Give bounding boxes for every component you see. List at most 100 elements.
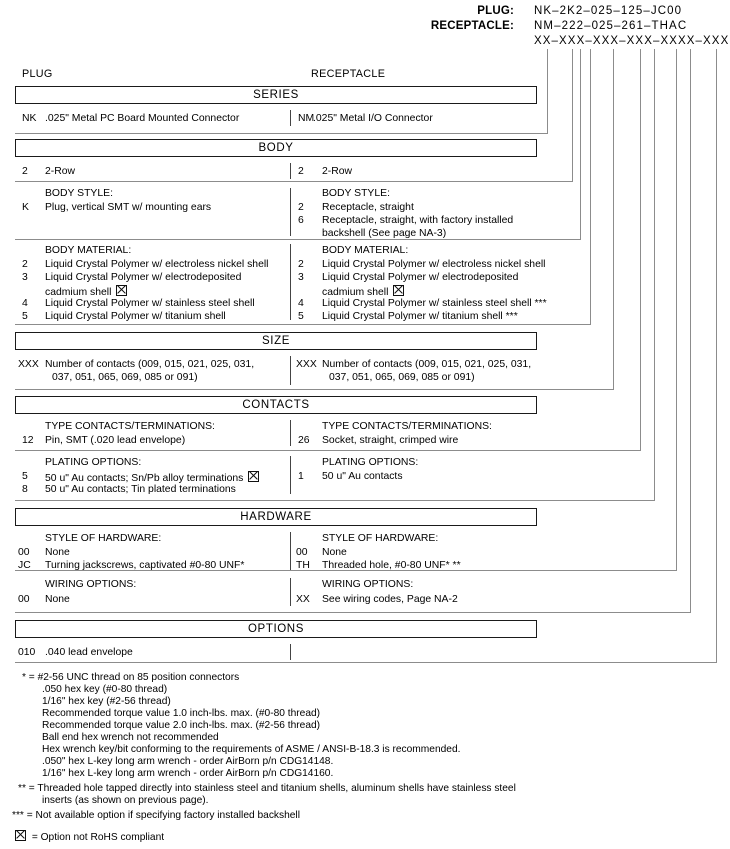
- size-right-text-0: Number of contacts (009, 015, 021, 025, …: [322, 359, 532, 370]
- body-material-right-text-3: Liquid Crystal Polymer w/ stainless stee…: [322, 298, 547, 309]
- hardware-style-left-code-1: JC: [18, 560, 31, 571]
- hardware-style-right-header: STYLE OF HARDWARE:: [322, 533, 439, 544]
- body-material-left-header: BODY MATERIAL:: [45, 245, 132, 256]
- leader-line-contacts-plating: [654, 56, 655, 500]
- body-material-left-code-4: 5: [22, 311, 28, 322]
- contacts-type-column-divider: [290, 420, 292, 446]
- leader-tick-3: [580, 49, 581, 56]
- footnote-double-star-1: inserts (as shown on previous page).: [42, 795, 209, 806]
- leader-line-body-material: [590, 56, 591, 324]
- leader-elbow-body-material: [15, 324, 591, 325]
- leader-line-hardware-style: [676, 56, 677, 570]
- size-column-divider: [290, 356, 292, 385]
- body-material-right-text-0: Liquid Crystal Polymer w/ electroless ni…: [322, 259, 546, 270]
- body-material-right-text-1: Liquid Crystal Polymer w/ electrodeposit…: [322, 272, 519, 283]
- leader-elbow-body-style: [15, 239, 581, 240]
- series-left-code: NK: [22, 113, 37, 124]
- contacts-plating-column-divider: [290, 456, 292, 494]
- leader-elbow-contacts-plating: [15, 500, 655, 501]
- hardware-wiring-right-text: See wiring codes, Page NA-2: [322, 594, 458, 605]
- hardware-wiring-column-divider: [290, 578, 292, 606]
- plug-part-value: NK–2K2–025–125–JC00: [534, 5, 683, 17]
- hardware-style-column-divider: [290, 532, 292, 570]
- leader-line-size: [613, 56, 614, 389]
- body-row-right-text: 2-Row: [322, 166, 353, 177]
- size-left-text-0: Number of contacts (009, 015, 021, 025, …: [45, 359, 255, 370]
- leader-tick-10: [716, 49, 717, 56]
- leader-elbow-options: [15, 662, 717, 663]
- receptacle-part-label: RECEPTACLE:: [430, 20, 514, 32]
- hardware-style-right-text-0: None: [322, 547, 347, 558]
- hardware-wiring-left-header: WIRING OPTIONS:: [45, 579, 137, 590]
- footnote-single-star-6: Hex wrench key/bit conforming to the req…: [42, 744, 461, 755]
- size-right-code: XXX: [296, 359, 317, 370]
- contacts-plating-left-header: PLATING OPTIONS:: [45, 457, 142, 468]
- body-material-right-code-1: 3: [298, 272, 304, 283]
- contacts-plating-right-header: PLATING OPTIONS:: [322, 457, 419, 468]
- column-header-plug: PLUG: [22, 68, 53, 80]
- leader-elbow-size: [15, 389, 614, 390]
- leader-tick-6: [640, 49, 641, 56]
- contacts-plating-left-code-0: 5: [22, 471, 28, 482]
- rohs-not-compliant-icon: [393, 285, 405, 296]
- body-row-right-code: 2: [298, 166, 304, 177]
- section-bar-size: SIZE: [15, 332, 537, 350]
- section-bar-body: BODY: [15, 139, 537, 157]
- rohs-not-compliant-icon: [248, 471, 260, 482]
- hardware-style-right-code-0: 00: [296, 547, 308, 558]
- section-bar-contacts: CONTACTS: [15, 396, 537, 414]
- contacts-type-left-code: 12: [22, 435, 34, 446]
- leader-tick-1: [547, 49, 548, 56]
- contacts-type-right-code: 26: [298, 435, 310, 446]
- footnote-triple-star-0: *** = Not available option if specifying…: [12, 810, 300, 821]
- footnote-single-star-4: Recommended torque value 2.0 inch-lbs. m…: [42, 720, 321, 731]
- contacts-type-right-header: TYPE CONTACTS/TERMINATIONS:: [322, 421, 492, 432]
- footnote-single-star-3: Recommended torque value 1.0 inch-lbs. m…: [42, 708, 321, 719]
- rohs-not-compliant-icon: [15, 830, 26, 841]
- leader-tick-9: [690, 49, 691, 56]
- section-bar-options: OPTIONS: [15, 620, 537, 638]
- leader-elbow-hardware-style: [15, 570, 677, 571]
- options-column-divider: [290, 644, 292, 660]
- part-number-template: XX–XXX–XXX–XXX–XXXX–XXX: [534, 35, 730, 47]
- contacts-type-left-text: Pin, SMT (.020 lead envelope): [45, 435, 186, 446]
- body-style-right-code-0: 2: [298, 202, 304, 213]
- body-style-left-header: BODY STYLE:: [45, 188, 113, 199]
- body-material-left-text-2: cadmium shell: [45, 285, 128, 300]
- contacts-plating-right-code-0: 1: [298, 471, 304, 482]
- body-style-right-text-0: Receptacle, straight: [322, 202, 414, 213]
- body-row-column-divider: [290, 163, 292, 179]
- body-style-column-divider: [290, 188, 292, 236]
- section-bar-series: SERIES: [15, 86, 537, 104]
- body-style-right-header: BODY STYLE:: [322, 188, 390, 199]
- leader-line-body-row: [572, 56, 573, 181]
- body-material-right-code-3: 4: [298, 298, 304, 309]
- size-left-text-1: 037, 051, 065, 069, 085 or 091): [52, 372, 198, 383]
- contacts-type-left-header: TYPE CONTACTS/TERMINATIONS:: [45, 421, 215, 432]
- leader-tick-5: [613, 49, 614, 56]
- size-left-code: XXX: [18, 359, 39, 370]
- leader-line-body-style: [580, 56, 581, 239]
- size-right-text-1: 037, 051, 065, 069, 085 or 091): [329, 372, 475, 383]
- footnote-double-star-0: ** = Threaded hole tapped directly into …: [18, 783, 516, 794]
- leader-line-options: [716, 56, 717, 662]
- body-material-left-text-0: Liquid Crystal Polymer w/ electroless ni…: [45, 259, 269, 270]
- options-left-text: .040 lead envelope: [45, 647, 133, 658]
- hardware-style-left-text-0: None: [45, 547, 70, 558]
- body-material-right-code-0: 2: [298, 259, 304, 270]
- body-material-right-text-2: cadmium shell: [322, 285, 405, 300]
- leader-tick-7: [654, 49, 655, 56]
- body-style-right-code-1: 6: [298, 215, 304, 226]
- hardware-wiring-left-text: None: [45, 594, 70, 605]
- contacts-plating-right-text-0: 50 u" Au contacts: [322, 471, 403, 482]
- leader-tick-4: [590, 49, 591, 56]
- hardware-wiring-right-header: WIRING OPTIONS:: [322, 579, 414, 590]
- hardware-style-left-header: STYLE OF HARDWARE:: [45, 533, 162, 544]
- series-right-code: NM: [298, 113, 315, 124]
- leader-elbow-series: [15, 133, 548, 134]
- body-material-left-code-1: 3: [22, 272, 28, 283]
- footnote-single-star-5: Ball end hex wrench not recommended: [42, 732, 219, 743]
- body-material-right-text-2-label: cadmium shell: [322, 287, 389, 298]
- hardware-style-left-code-0: 00: [18, 547, 30, 558]
- body-material-right-text-4: Liquid Crystal Polymer w/ titanium shell…: [322, 311, 518, 322]
